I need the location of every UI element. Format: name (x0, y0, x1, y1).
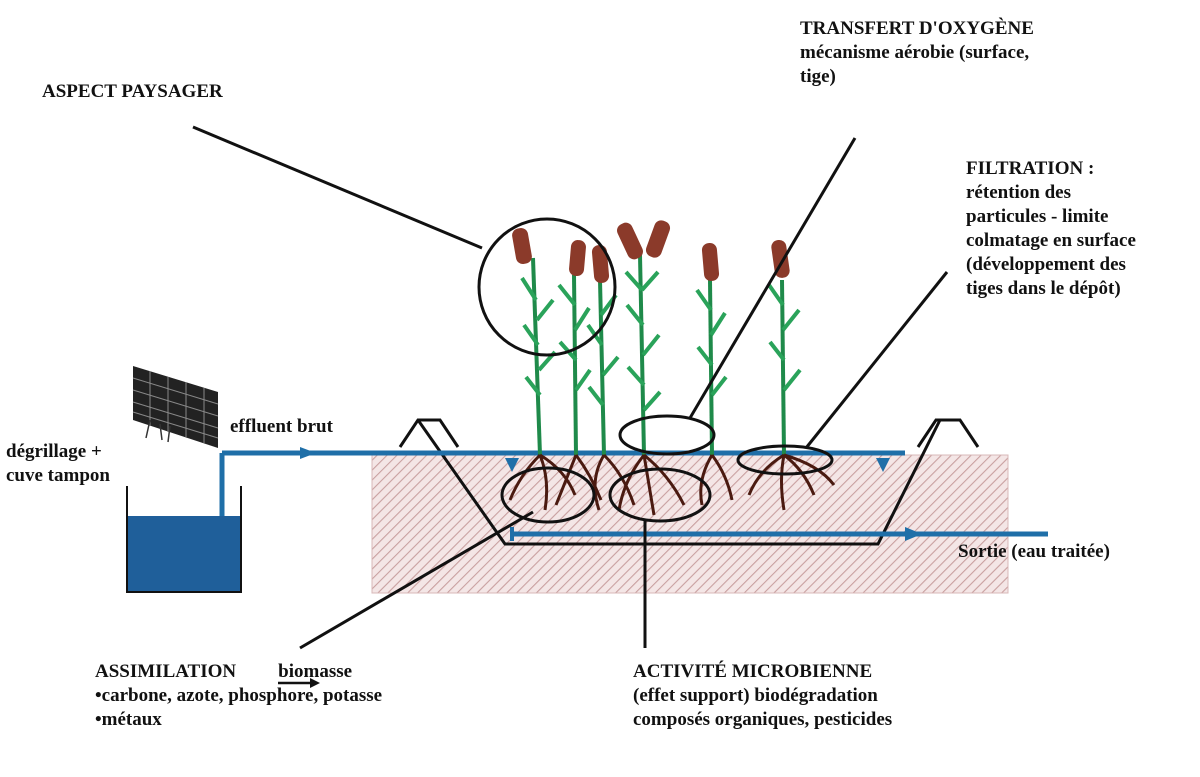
effluent-brut-label: effluent brut (230, 415, 333, 439)
reed-plant (767, 239, 802, 456)
degrillage-label: dégrillage + cuve tampon (6, 440, 110, 488)
reed-plant (617, 220, 671, 456)
filtration-label: FILTRATION : rétention des particules - … (966, 157, 1136, 301)
reed-plant (557, 240, 592, 456)
activite-microbienne-label: ACTIVITÉ MICROBIENNE (effet support) bio… (633, 660, 892, 732)
assimilation-arrow (278, 678, 320, 688)
water-surface (222, 447, 905, 472)
outlet-pipe (510, 527, 1048, 541)
transfert-oxygene-label: TRANSFERT D'OXYGÈNE mécanisme aérobie (s… (800, 17, 1034, 89)
filtration-line2: particules - limite (966, 206, 1109, 227)
screen-grid-icon (132, 366, 219, 448)
assimilation-target: biomasse (278, 661, 353, 682)
filtration-line4: (développement des (966, 254, 1126, 275)
assimilation-title-row: ASSIMILATION biomasse (95, 660, 382, 684)
filtration-title: FILTRATION : (966, 158, 1095, 179)
assimilation-title: ASSIMILATION (95, 661, 237, 682)
sortie-label: Sortie (eau traitée) (958, 540, 1110, 564)
effluent-brut-text: effluent brut (230, 416, 333, 437)
assimilation-label: ASSIMILATION biomasse •carbone, azote, ph… (95, 660, 382, 732)
leader-lines (192, 125, 949, 650)
reed-plants (512, 220, 802, 456)
activite-line2: composés organiques, pesticides (633, 709, 893, 730)
basin-liner (398, 418, 980, 546)
transfert-line1: mécanisme aérobie (surface, (800, 42, 1030, 63)
callout-shapes (477, 217, 834, 524)
assimilation-bullet1: •carbone, azote, phosphore, potasse (95, 685, 383, 706)
sortie-text: Sortie (eau traitée) (958, 541, 1110, 562)
activite-line1: (effet support) biodégradation (633, 685, 878, 706)
filtration-line3: colmatage en surface (966, 230, 1136, 251)
aspect-paysager-title: ASPECT PAYSAGER (42, 81, 223, 102)
assimilation-bullet2: •métaux (95, 709, 162, 730)
reed-plant (512, 227, 557, 456)
reed-plant (695, 242, 728, 456)
activite-title: ACTIVITÉ MICROBIENNE (633, 661, 873, 682)
filtration-line1: rétention des (966, 182, 1072, 203)
soil-bed (371, 454, 1009, 594)
aspect-paysager-label: ASPECT PAYSAGER (42, 80, 223, 104)
buffer-tank (126, 486, 242, 593)
degrillage-line1: dégrillage + (6, 441, 102, 462)
degrillage-line2: cuve tampon (6, 465, 110, 486)
filtration-line5: tiges dans le dépôt) (966, 278, 1121, 299)
transfert-line2: tige) (800, 66, 836, 87)
transfert-title: TRANSFERT D'OXYGÈNE (800, 18, 1034, 39)
